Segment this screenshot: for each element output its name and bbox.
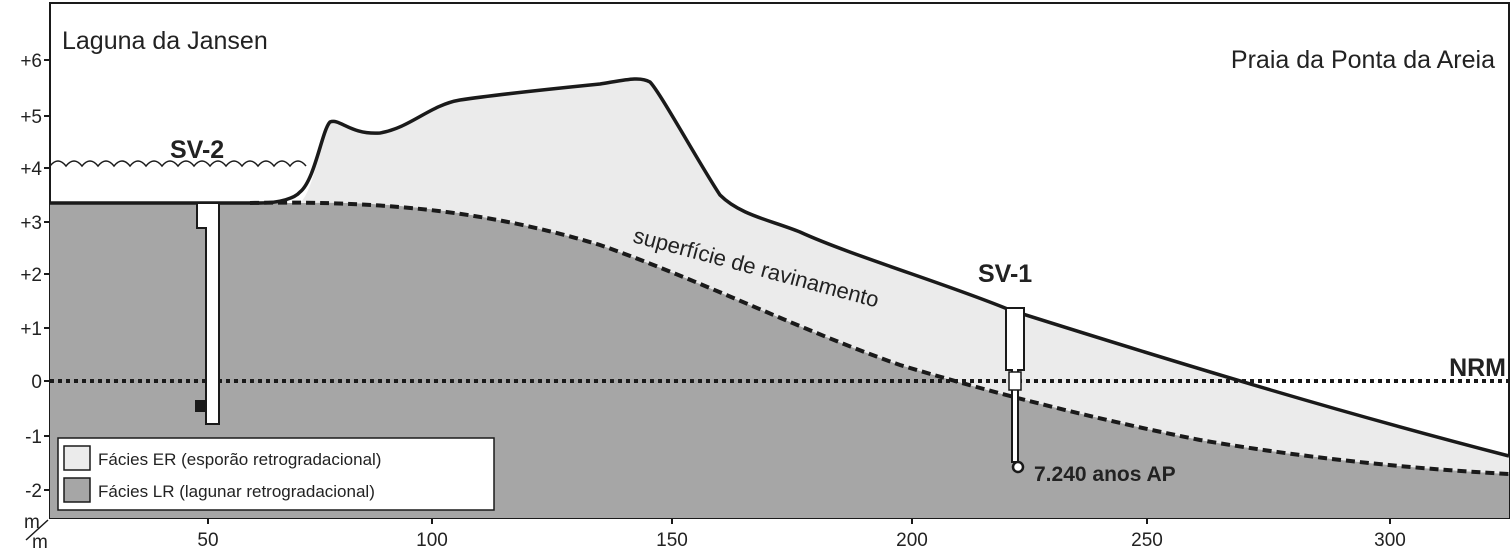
topography-line	[50, 77, 1510, 458]
y-tick-label: 0	[31, 372, 42, 393]
x-axis: m 50 100 150 200 250 300	[25, 518, 1406, 553]
y-tick-label: +5	[20, 107, 42, 128]
x-tick-label: 200	[896, 530, 928, 551]
legend-box	[57, 437, 495, 511]
legend-swatch-er	[63, 445, 91, 471]
y-tick-label: +6	[20, 51, 42, 72]
x-unit-label: m	[32, 532, 48, 553]
y-tick-label: -1	[25, 427, 42, 448]
date-label: 7.240 anos AP	[1034, 463, 1176, 486]
sv1-label: SV-1	[978, 260, 1032, 288]
x-tick-label: 50	[197, 530, 218, 551]
y-tick-label: +1	[20, 319, 42, 340]
x-tick-label: 150	[656, 530, 688, 551]
y-tick-label: +2	[20, 265, 42, 286]
water-waves	[49, 160, 307, 168]
ravinement-surface-line	[249, 200, 1510, 476]
y-axis: +6 +5 +4 +3 +2 +1 0 -1 -2 m	[20, 51, 50, 533]
y-tick-label: -2	[25, 481, 42, 502]
y-unit-label: m	[24, 512, 40, 533]
sv2-label: SV-2	[170, 136, 224, 164]
x-tick-label: 300	[1374, 530, 1406, 551]
legend: Fácies ER (esporão retrogradacional) Fác…	[57, 437, 495, 511]
legend-label-lr: Fácies LR (lagunar retrogradacional)	[98, 482, 375, 501]
core-sv2	[195, 202, 220, 425]
nrm-label: NRM	[1449, 354, 1506, 382]
y-tick-label: +4	[20, 159, 42, 180]
x-tick-label: 100	[416, 530, 448, 551]
x-tick-label: 250	[1131, 530, 1163, 551]
legend-label-er: Fácies ER (esporão retrogradacional)	[98, 450, 381, 469]
facies-er-area	[260, 78, 1509, 474]
title-left: Laguna da Jansen	[62, 27, 268, 55]
title-right: Praia da Ponta da Areia	[1231, 46, 1495, 74]
legend-swatch-lr	[63, 477, 91, 503]
y-tick-label: +3	[20, 213, 42, 234]
dating-sample-point	[1011, 460, 1025, 474]
core-sv1	[1005, 307, 1025, 474]
